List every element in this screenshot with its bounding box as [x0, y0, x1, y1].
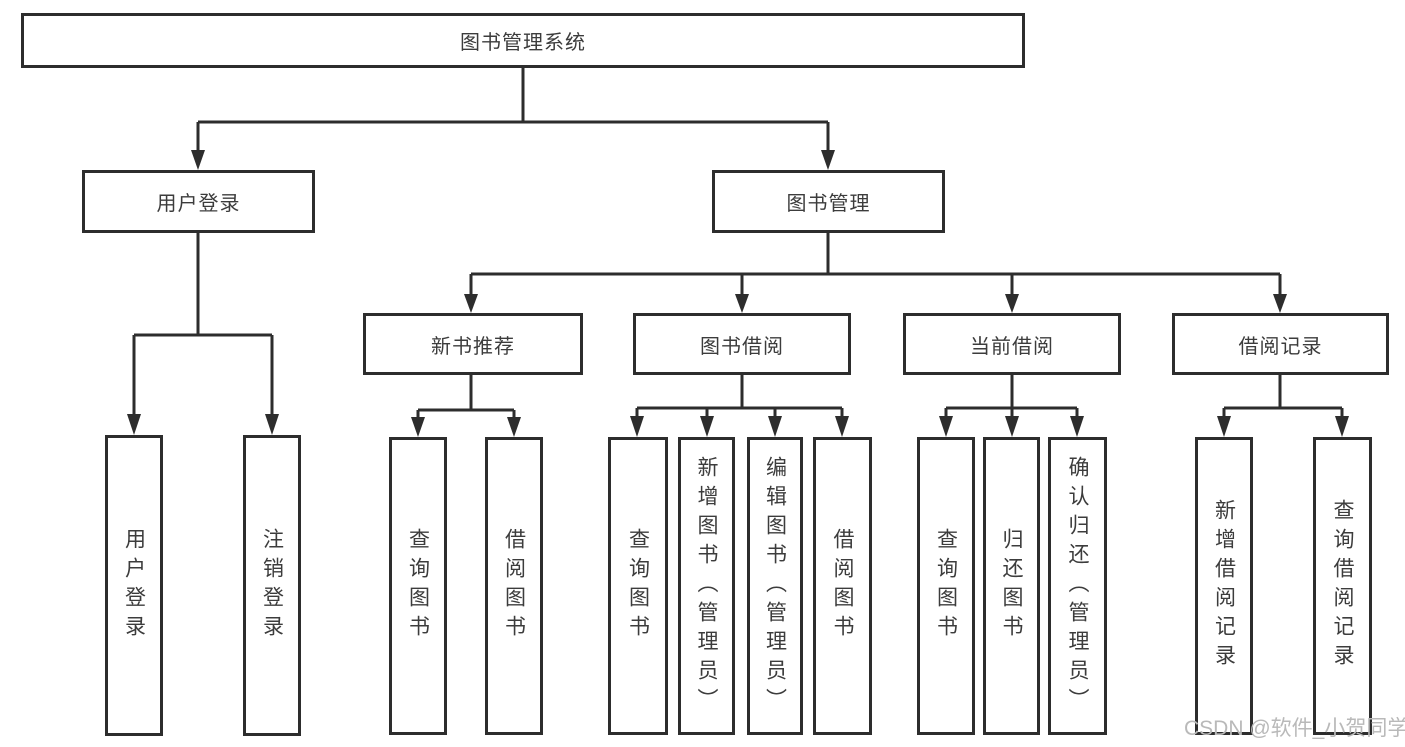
arrowhead	[700, 416, 714, 437]
arrowhead	[735, 294, 749, 313]
leaf-user-login: 用户登录	[105, 435, 163, 736]
arrowhead	[768, 416, 782, 437]
arrowhead	[464, 294, 478, 313]
node-library-system: 图书管理系统	[21, 13, 1025, 68]
leaf-logout: 注销登录	[243, 435, 301, 736]
connector-book-borrowing	[635, 374, 844, 419]
node-book-borrowing: 图书借阅	[633, 313, 851, 375]
leaf-edit-books-admin: 编辑图书（管理员）	[747, 437, 803, 735]
arrowhead	[1005, 416, 1019, 437]
csdn-watermark: CSDN @软件_小贺同学	[1184, 717, 1405, 740]
connector-user-login	[132, 233, 274, 417]
connector-book-management	[469, 233, 1282, 296]
arrowhead	[630, 416, 644, 437]
arrowhead	[835, 416, 849, 437]
connector-borrowing-records	[1222, 374, 1344, 419]
node-new-book-recommendation: 新书推荐	[363, 313, 583, 375]
leaf-add-borrow-record: 新增借阅记录	[1195, 437, 1253, 735]
arrowhead	[127, 414, 141, 435]
connector-root	[196, 68, 830, 152]
connector-current-borrowing	[944, 374, 1079, 419]
arrowhead	[1070, 416, 1084, 437]
arrowhead	[411, 417, 425, 437]
arrowhead	[1005, 294, 1019, 313]
node-borrowing-records: 借阅记录	[1172, 313, 1389, 375]
leaf-return-books: 归还图书	[983, 437, 1040, 735]
arrowhead	[265, 414, 279, 435]
arrowhead	[191, 150, 205, 170]
leaf-query-books: 查询图书	[389, 437, 447, 735]
arrowhead	[821, 150, 835, 170]
connector-new-book-recommendation	[416, 374, 516, 420]
node-book-management: 图书管理	[712, 170, 945, 233]
arrowhead	[1273, 294, 1287, 313]
arrowhead	[1217, 416, 1231, 437]
leaf-borrow-books: 借阅图书	[485, 437, 543, 735]
node-user-login: 用户登录	[82, 170, 315, 233]
arrowhead	[939, 416, 953, 437]
leaf-query-books: 查询图书	[608, 437, 668, 735]
leaf-query-borrow-record: 查询借阅记录	[1313, 437, 1372, 735]
leaf-confirm-return-admin: 确认归还（管理员）	[1048, 437, 1107, 735]
leaf-borrow-books: 借阅图书	[813, 437, 872, 735]
leaf-query-books: 查询图书	[917, 437, 975, 735]
arrowhead	[1335, 416, 1349, 437]
leaf-add-books-admin: 新增图书（管理员）	[678, 437, 735, 735]
arrowhead	[507, 417, 521, 437]
node-current-borrowing: 当前借阅	[903, 313, 1121, 375]
